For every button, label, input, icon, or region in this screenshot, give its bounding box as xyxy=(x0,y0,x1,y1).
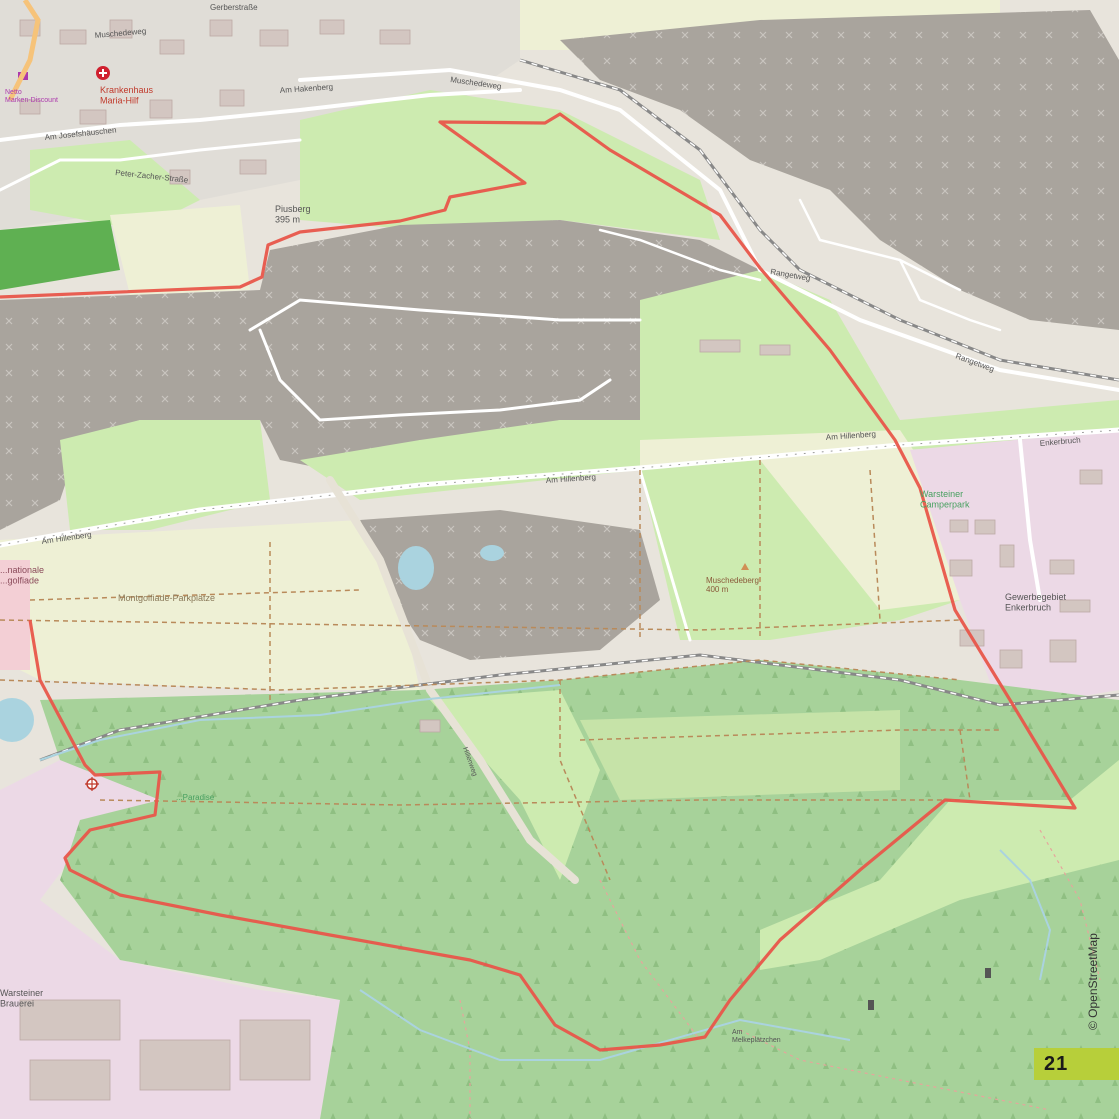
quarry-east xyxy=(560,10,1119,330)
label-montgolfiade: Montgolfiade-Parkplätze xyxy=(118,593,215,603)
start-marker-icon[interactable] xyxy=(85,777,99,791)
roads xyxy=(0,67,1119,884)
farmland-piusberg xyxy=(110,205,250,295)
page-number-badge: 21 xyxy=(1034,1048,1119,1080)
peak-marker-icon xyxy=(741,563,749,570)
meadow-hillenberg xyxy=(300,420,640,500)
tower-icon xyxy=(868,968,991,1010)
buildings xyxy=(19,19,1103,1101)
meadow-south-1 xyxy=(430,690,600,880)
street-gerberstrasse: Gerberstraße xyxy=(210,3,258,12)
street-am-hillenberg-2: Am Hillenberg xyxy=(546,473,597,485)
street-am-hillenberg-3: Am Hillenberg xyxy=(826,430,877,442)
meadow-piusberg xyxy=(300,90,720,240)
street-muschedeweg: Muschedeweg xyxy=(94,27,146,40)
meadow-middle xyxy=(640,270,1119,460)
osm-attribution: © OpenStreetMap xyxy=(1086,933,1100,1030)
meadow-west xyxy=(60,420,270,530)
quarry-west xyxy=(0,220,760,530)
page-number: 21 xyxy=(1044,1053,1069,1075)
meadow-south-3 xyxy=(580,710,900,800)
forest-dark xyxy=(0,220,120,290)
label-montgolfiade-event: ...nationale...golfiade xyxy=(0,565,44,585)
montgolfiade-area xyxy=(0,560,30,670)
pond-west xyxy=(0,698,34,742)
montgolfiade-field xyxy=(0,520,420,690)
stream-east xyxy=(999,849,1052,981)
label-paradise: ...Paradise xyxy=(176,793,215,802)
road-orange xyxy=(7,0,41,102)
street-enkerbruch: Enkerbruch xyxy=(1039,435,1081,448)
meadow-south-2 xyxy=(760,760,1119,970)
farmland-east xyxy=(760,460,960,610)
street-am-hakenberg: Am Hakenberg xyxy=(280,82,334,95)
hospital-icon xyxy=(96,66,110,80)
quarry-muschedeberg xyxy=(360,510,660,660)
stream-north xyxy=(39,684,561,761)
footpaths xyxy=(459,829,1101,1119)
meadow-town xyxy=(30,140,200,230)
railway xyxy=(39,58,1119,762)
quarry-lake-2 xyxy=(480,545,504,561)
quarry-lake-1 xyxy=(398,546,434,590)
tracks xyxy=(0,460,1000,881)
stream-south xyxy=(359,989,851,1061)
hiking-route[interactable] xyxy=(0,112,1077,1052)
